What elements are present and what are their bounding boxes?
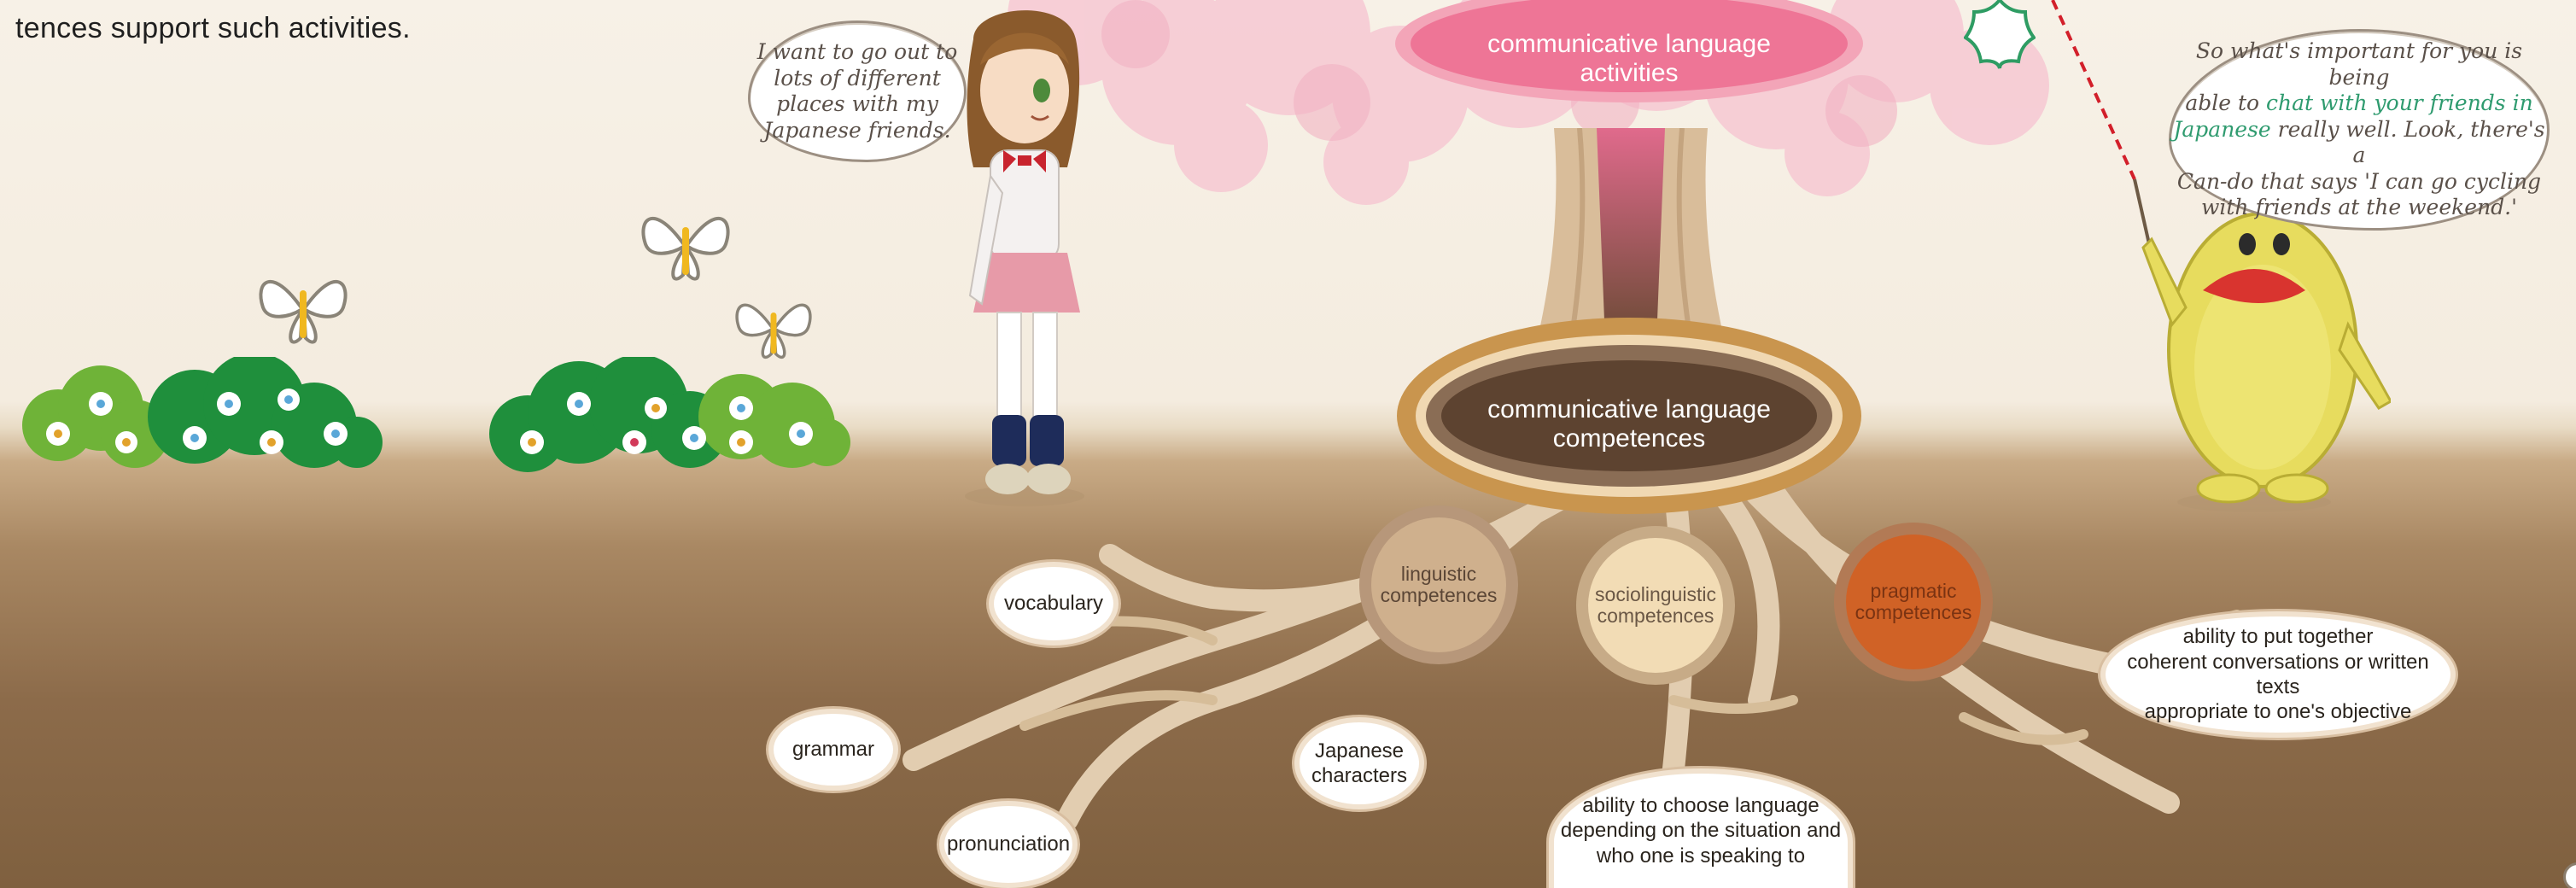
sociolinguistic-competences-circle[interactable]: sociolinguistic competences xyxy=(1576,526,1735,685)
butterfly-icon xyxy=(641,217,730,281)
sociolinguistic-desc-label: ability to choose language depending on … xyxy=(1560,794,1842,868)
grammar-cloud[interactable]: grammar xyxy=(774,714,893,786)
grammar-label: grammar xyxy=(791,738,874,762)
butterfly-icon xyxy=(735,303,812,359)
sociolinguistic-label: sociolinguistic competences xyxy=(1595,582,1716,627)
competences-label: communicative language competences xyxy=(1487,395,1771,453)
girl-speech-text: I want to go out to lots of different pl… xyxy=(756,39,958,143)
activities-label: communicative language activities xyxy=(1487,30,1771,87)
mascot-speech-highlight: chat with your friends in Japanese xyxy=(2173,91,2533,142)
linguistic-competences-circle[interactable]: linguistic competences xyxy=(1359,505,1518,664)
corner-nav-icon[interactable] xyxy=(2563,862,2576,888)
activities-oval[interactable]: communicative language activities xyxy=(1395,0,1863,102)
pragmatic-desc-label: ability to put together coherent convers… xyxy=(2127,625,2429,724)
pointer-stick xyxy=(2051,0,2152,248)
mascot-speech-part2: really well. Look, there's a Can-do that… xyxy=(2176,116,2545,220)
intro-text: tences support such activities. xyxy=(15,12,411,44)
bush-left xyxy=(22,357,383,468)
linguistic-label: linguistic competences xyxy=(1380,562,1498,606)
japanese-characters-cloud[interactable]: Japanese characters xyxy=(1300,722,1419,804)
japanese-characters-label: Japanese characters xyxy=(1311,739,1408,787)
girl-speech-bubble: I want to go out to lots of different pl… xyxy=(748,20,967,162)
pronunciation-cloud[interactable]: pronunciation xyxy=(944,806,1072,883)
tree-trunk xyxy=(1537,128,1725,342)
vocabulary-cloud[interactable]: vocabulary xyxy=(994,567,1113,640)
pragmatic-label: pragmatic competences xyxy=(1855,579,1972,623)
pragmatic-competences-circle[interactable]: pragmatic competences xyxy=(1834,523,1993,681)
mascot-speech-bubble: So what's important for you is being abl… xyxy=(2169,29,2550,231)
bush-right xyxy=(489,357,850,472)
sakura-outline-icon[interactable] xyxy=(1964,0,2036,70)
pronunciation-label: pronunciation xyxy=(946,832,1071,856)
vocabulary-label: vocabulary xyxy=(1003,592,1104,616)
mascot-character xyxy=(2141,183,2391,512)
sociolinguistic-desc-cloud[interactable]: ability to choose language depending on … xyxy=(1554,774,1848,888)
girl-character xyxy=(965,10,1084,506)
mascot-speech-part1: So what's important for you is being abl… xyxy=(2185,38,2523,116)
competences-oval[interactable]: communicative language competences xyxy=(1397,318,1861,514)
butterfly-icon xyxy=(259,280,348,344)
mascot-speech-text: So what's important for you is being abl… xyxy=(2171,38,2547,221)
pragmatic-desc-cloud[interactable]: ability to put together coherent convers… xyxy=(2106,616,2450,733)
